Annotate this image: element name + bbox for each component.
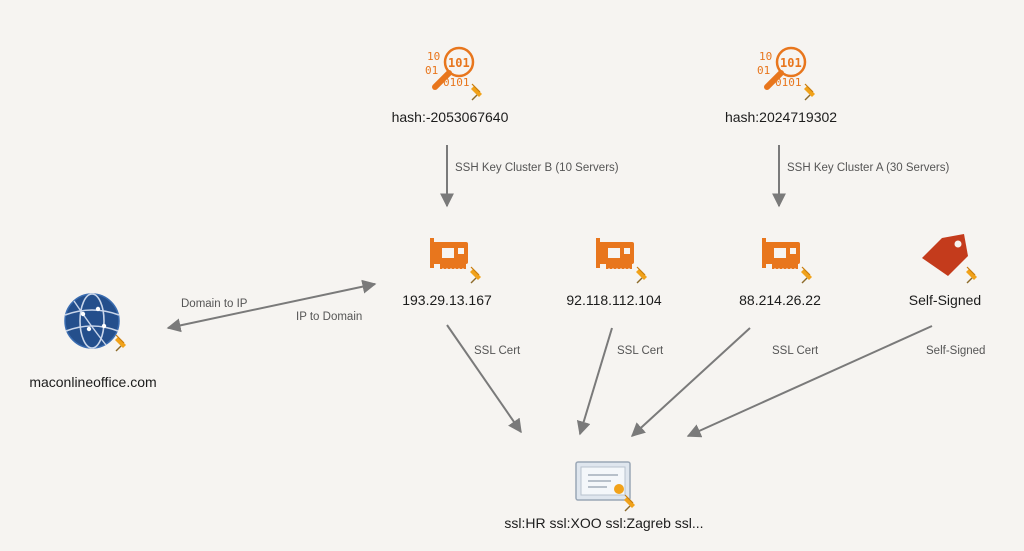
node-ip-92-118-112-104[interactable]: 92.118.112.104 [566, 237, 662, 308]
edge-label-self-signed: Self-Signed [926, 345, 985, 357]
edge-label-ssh-a: SSH Key Cluster A (30 Servers) [787, 162, 950, 174]
edge-label-ssl-cert-2: SSL Cert [617, 345, 664, 357]
node-hash-b[interactable]: hash:-2053067640 [392, 48, 509, 125]
edge-ssl-cert-3[interactable] [630, 327, 751, 437]
edge-ssl-cert-2[interactable] [576, 327, 613, 436]
binary-search-icon [425, 48, 473, 89]
edge-label-domain-to-ip: Domain to IP [181, 298, 248, 310]
network-card-icon [595, 237, 635, 270]
node-label: hash:-2053067640 [392, 109, 509, 125]
node-ip-193-29-13-167[interactable]: 193.29.13.167 [402, 237, 492, 308]
pin-icon [803, 83, 816, 101]
edge-self-signed[interactable] [686, 325, 933, 438]
edge-label-ssh-b: SSH Key Cluster B (10 Servers) [455, 162, 619, 174]
node-label: hash:2024719302 [725, 109, 837, 125]
node-ip-88-214-26-22[interactable]: 88.214.26.22 [739, 237, 821, 308]
pin-icon [470, 83, 483, 101]
pin-icon [469, 266, 482, 284]
edge-label-ip-to-domain: IP to Domain [296, 311, 362, 323]
binary-search-icon [757, 48, 805, 89]
node-domain[interactable]: maconlineoffice.com [29, 293, 157, 390]
node-label: maconlineoffice.com [29, 374, 156, 390]
node-label: 92.118.112.104 [566, 292, 661, 308]
node-label: ssl:HR ssl:XOO ssl:Zagreb ssl... [504, 515, 703, 531]
edge-label-ssl-cert-1: SSL Cert [474, 345, 521, 357]
pin-icon [800, 266, 813, 284]
node-label: Self-Signed [909, 292, 981, 308]
certificate-icon [575, 461, 631, 501]
pin-icon [965, 266, 978, 284]
node-hash-a[interactable]: hash:2024719302 [725, 48, 837, 125]
network-card-icon [429, 237, 469, 270]
node-certificate[interactable]: ssl:HR ssl:XOO ssl:Zagreb ssl... [504, 461, 704, 531]
edge-ssl-cert-1[interactable] [446, 324, 522, 434]
node-label: 193.29.13.167 [402, 292, 492, 308]
edge-domain-ip[interactable] [166, 279, 377, 333]
node-label: 88.214.26.22 [739, 292, 821, 308]
edge-labels: SSH Key Cluster B (10 Servers) SSH Key C… [181, 162, 985, 357]
node-self-signed[interactable]: Self-Signed [909, 234, 981, 308]
edges [166, 145, 933, 438]
network-card-icon [761, 237, 801, 270]
pin-icon [114, 334, 127, 352]
tag-icon [922, 234, 968, 276]
globe-icon [64, 293, 120, 349]
pin-icon [635, 266, 648, 284]
edge-label-ssl-cert-3: SSL Cert [772, 345, 819, 357]
